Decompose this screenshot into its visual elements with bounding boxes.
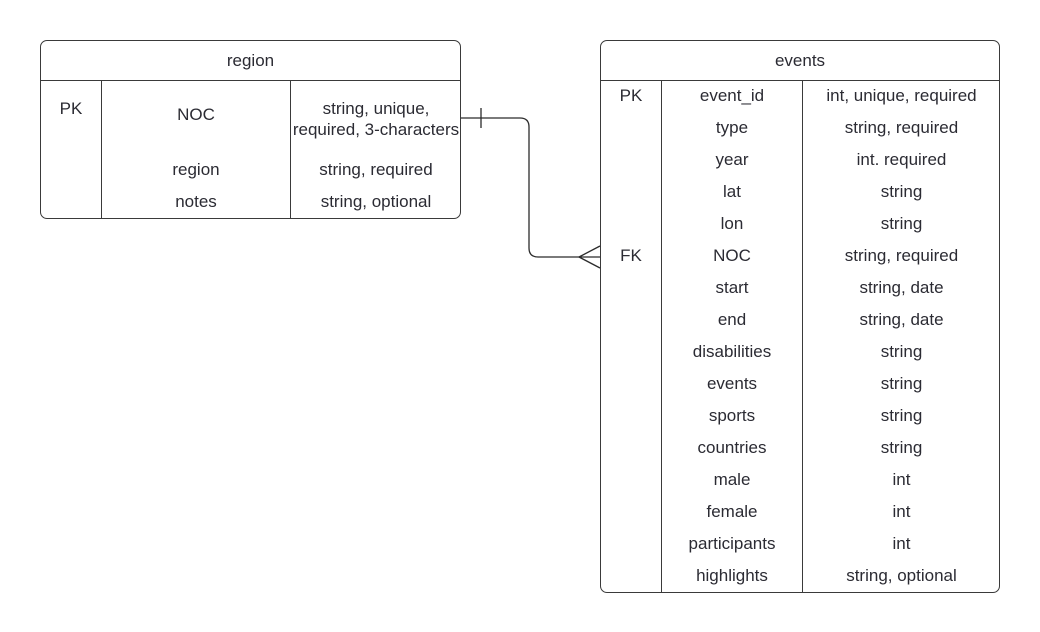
- entity-row[interactable]: PK event_id int, unique, required: [601, 79, 999, 111]
- entity-row[interactable]: male int: [601, 463, 999, 495]
- field-name-cell: type: [715, 117, 749, 137]
- events-entity[interactable]: events PK event_id int, unique, required…: [600, 40, 1000, 593]
- entity-row[interactable]: events string: [601, 367, 999, 399]
- entity-row[interactable]: start string, date: [601, 271, 999, 303]
- field-name-cell: female: [706, 501, 758, 521]
- field-type-cell: int: [892, 501, 911, 521]
- key-cell: [601, 207, 661, 239]
- field-name-cell: lon: [720, 213, 744, 233]
- field-name-cell: NOC: [713, 245, 751, 265]
- field-name-cell: highlights: [696, 565, 768, 585]
- region-entity[interactable]: region PK NOC string, unique, required, …: [40, 40, 461, 219]
- field-type-cell: int: [892, 469, 911, 489]
- key-cell: [601, 111, 661, 143]
- key-cell: [41, 153, 101, 185]
- key-cell: PK: [59, 99, 83, 118]
- field-name-cell: lat: [723, 181, 741, 201]
- key-cell: PK: [619, 85, 643, 105]
- entity-row[interactable]: highlights string, optional: [601, 559, 999, 591]
- field-name-cell: year: [715, 149, 749, 169]
- column-divider: [661, 81, 662, 592]
- column-divider: [290, 81, 291, 218]
- field-type-cell: string, optional: [846, 565, 957, 585]
- key-cell: [601, 431, 661, 463]
- field-type-cell: int, unique, required: [826, 85, 977, 105]
- field-name-cell: sports: [708, 405, 756, 425]
- field-name-cell: countries: [697, 437, 767, 457]
- field-type-cell: int: [892, 533, 911, 553]
- field-type-cell: int. required: [856, 149, 947, 169]
- field-name-cell: notes: [175, 191, 217, 211]
- column-divider: [101, 81, 102, 218]
- entity-row[interactable]: type string, required: [601, 111, 999, 143]
- field-name-cell: participants: [688, 533, 776, 553]
- field-name-cell: end: [717, 309, 747, 329]
- many-cardinality-crowsfoot: [578, 245, 601, 269]
- entity-row[interactable]: FK NOC string, required: [601, 239, 999, 271]
- key-cell: [601, 495, 661, 527]
- key-cell: [601, 399, 661, 431]
- column-divider: [802, 81, 803, 592]
- entity-row[interactable]: countries string: [601, 431, 999, 463]
- field-type-cell: string, date: [859, 309, 944, 329]
- field-type-cell: string, required: [319, 159, 433, 179]
- field-type-cell: string: [880, 213, 923, 233]
- field-type-cell: string, required: [844, 245, 959, 265]
- entity-row[interactable]: region string, required: [41, 153, 460, 185]
- entity-row[interactable]: female int: [601, 495, 999, 527]
- field-name-cell: start: [715, 277, 749, 297]
- entity-row[interactable]: sports string: [601, 399, 999, 431]
- field-type-cell: string: [880, 373, 923, 393]
- key-cell: [601, 303, 661, 335]
- entity-row[interactable]: participants int: [601, 527, 999, 559]
- field-name-cell: events: [706, 373, 758, 393]
- relationship-line[interactable]: [461, 117, 600, 258]
- entity-row[interactable]: lon string: [601, 207, 999, 239]
- field-type-cell: string, unique, required, 3-characters: [292, 98, 460, 139]
- entity-row[interactable]: year int. required: [601, 143, 999, 175]
- field-name-cell: region: [172, 159, 220, 179]
- entity-row[interactable]: end string, date: [601, 303, 999, 335]
- entity-title: events: [601, 41, 999, 81]
- key-cell: [601, 463, 661, 495]
- field-type-cell: string, required: [844, 117, 959, 137]
- key-cell: [601, 175, 661, 207]
- entity-title: region: [41, 41, 460, 81]
- field-type-cell: string: [880, 341, 923, 361]
- entity-row[interactable]: lat string: [601, 175, 999, 207]
- field-name-cell: disabilities: [692, 341, 772, 361]
- key-cell: FK: [620, 245, 642, 265]
- entity-row[interactable]: PK NOC string, unique, required, 3-chara…: [41, 81, 460, 156]
- field-name-cell: NOC: [177, 104, 215, 124]
- key-cell: [601, 367, 661, 399]
- key-cell: [601, 559, 661, 591]
- field-type-cell: string: [880, 405, 923, 425]
- key-cell: [601, 271, 661, 303]
- field-type-cell: string: [880, 181, 923, 201]
- field-type-cell: string: [880, 437, 923, 457]
- entity-row[interactable]: disabilities string: [601, 335, 999, 367]
- field-type-cell: string, date: [859, 277, 944, 297]
- field-name-cell: event_id: [699, 85, 765, 105]
- key-cell: [601, 143, 661, 175]
- key-cell: [601, 527, 661, 559]
- field-name-cell: male: [713, 469, 751, 489]
- entity-row[interactable]: notes string, optional: [41, 185, 460, 217]
- key-cell: [41, 185, 101, 217]
- key-cell: [601, 335, 661, 367]
- field-type-cell: string, optional: [320, 191, 432, 211]
